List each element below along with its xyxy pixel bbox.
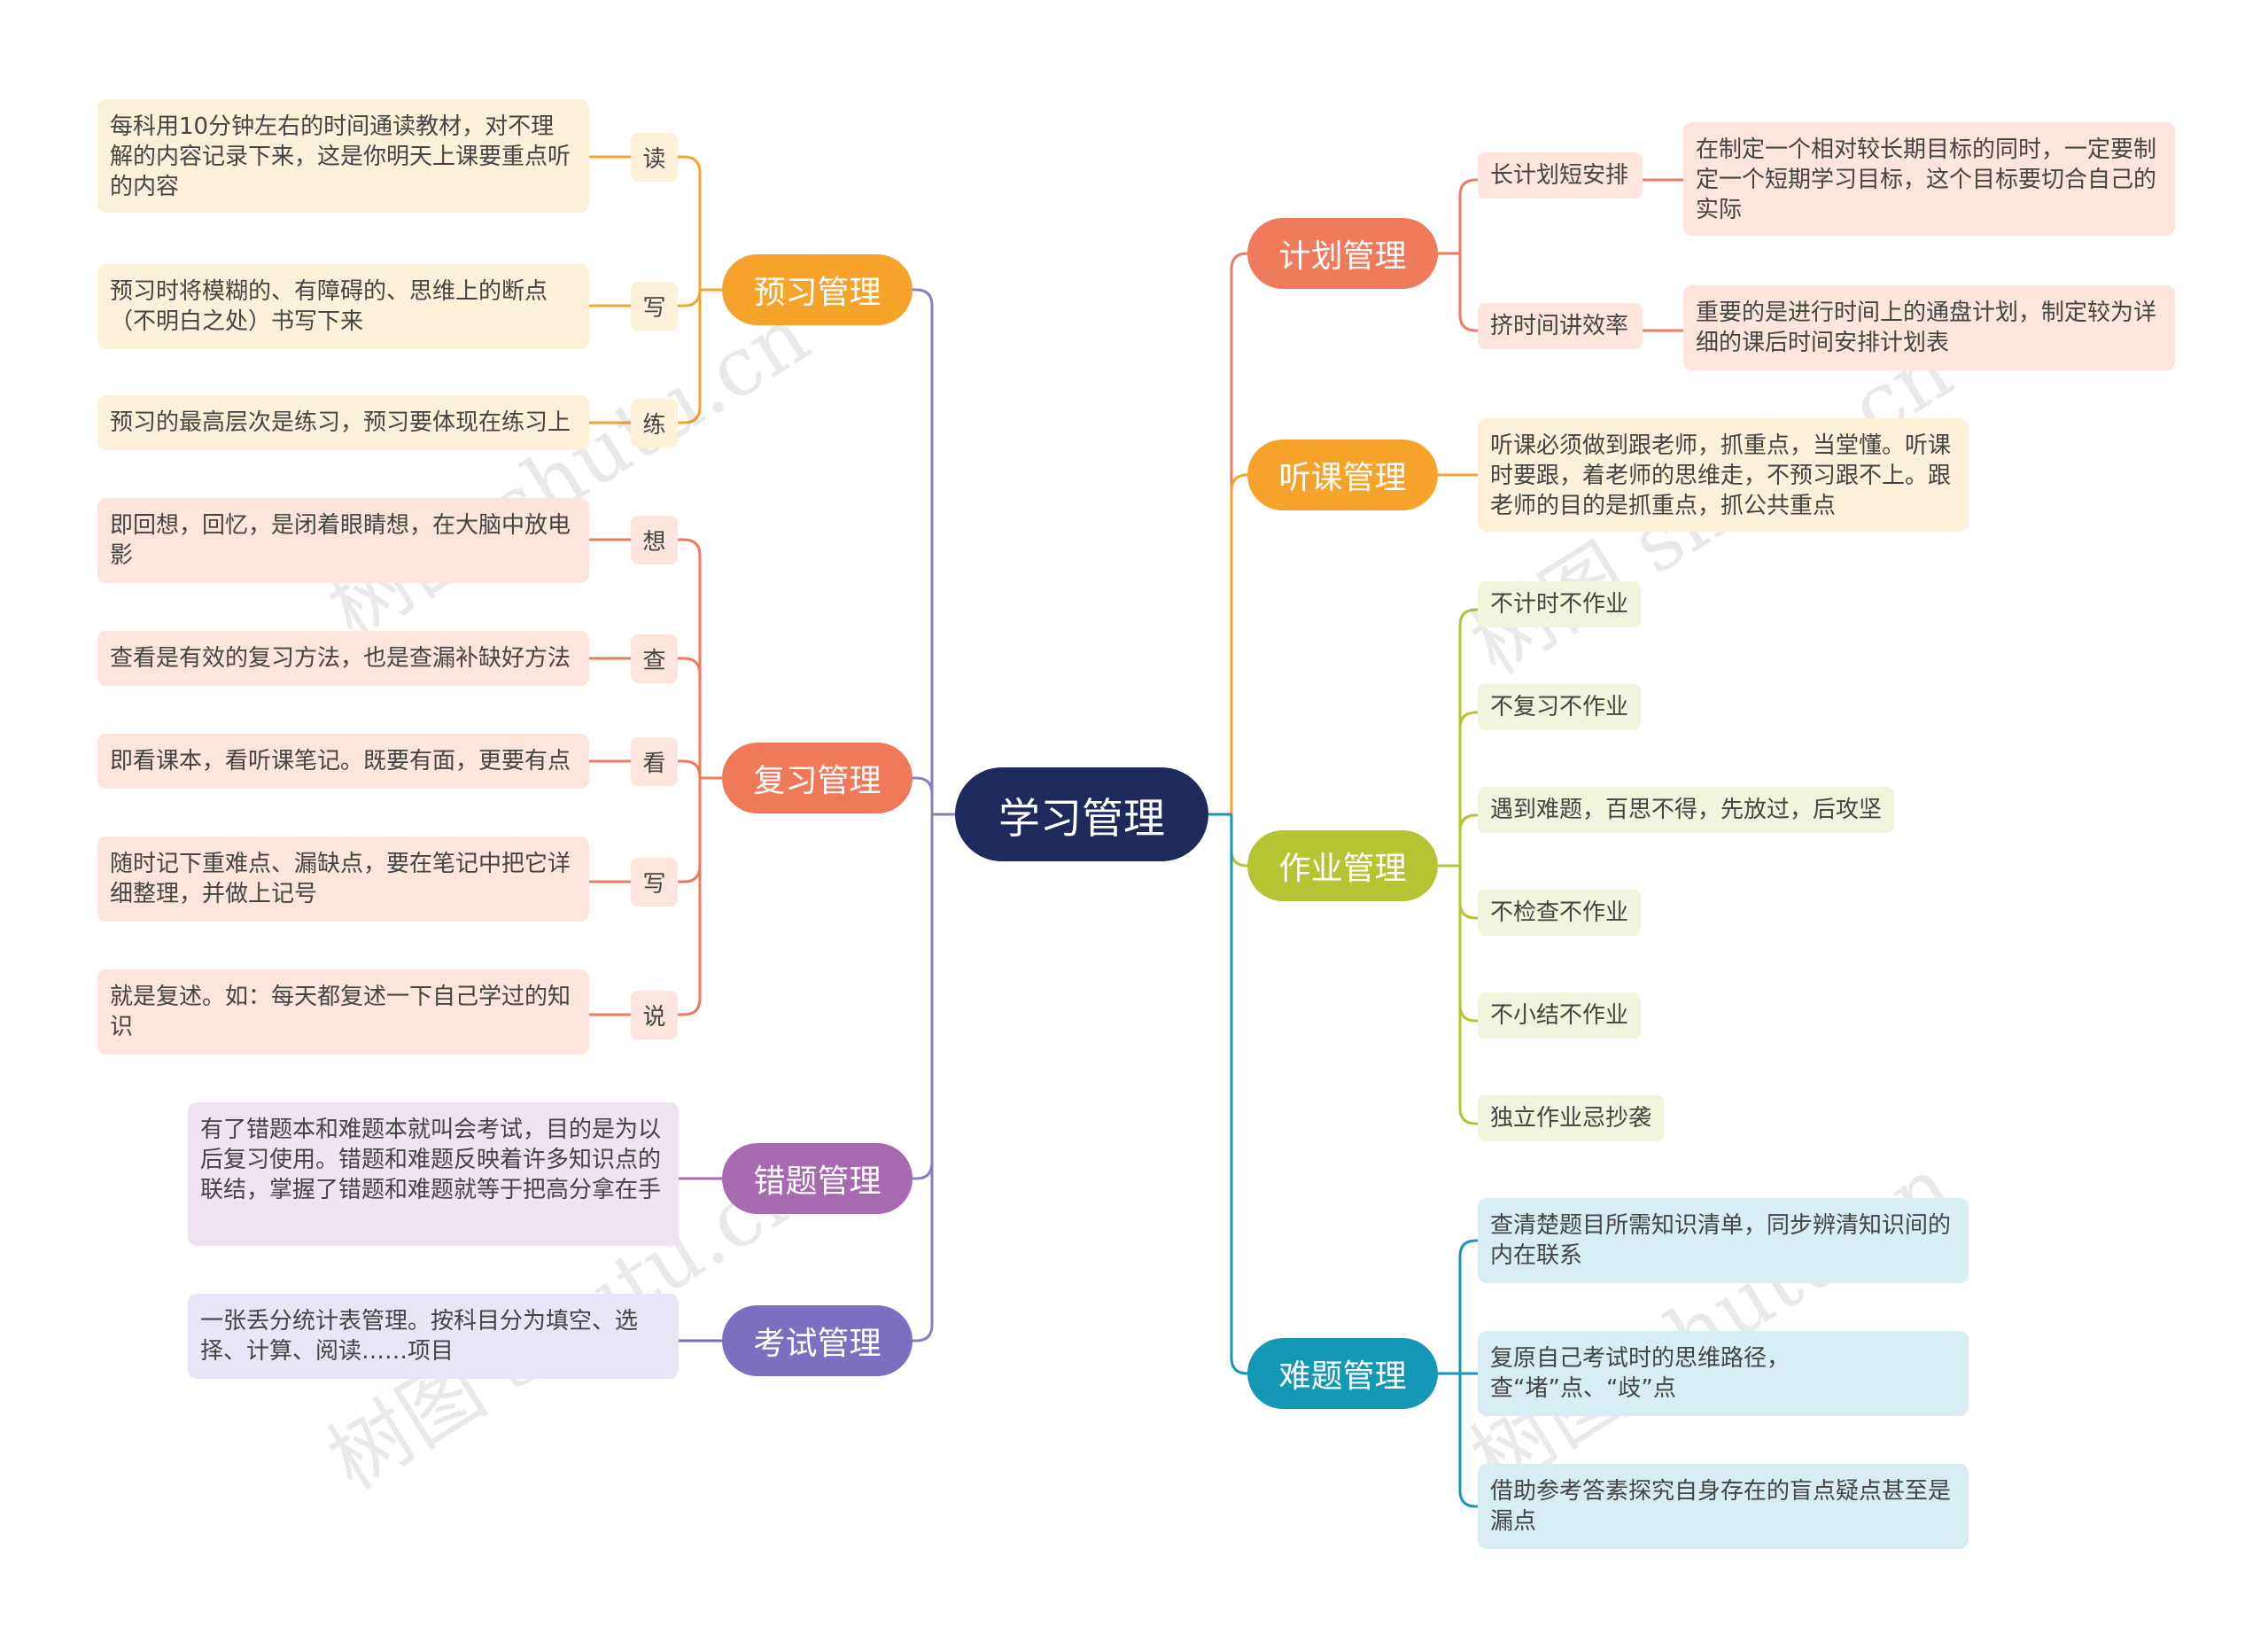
center-left-link [913, 776, 934, 814]
homework-link [1458, 866, 1478, 1023]
homework-link [1458, 813, 1478, 866]
homework-item-5[interactable]: 不小结不作业 [1478, 992, 1642, 1039]
homework-link [1458, 711, 1478, 866]
review-link [678, 538, 702, 778]
center-left-link [913, 814, 934, 1180]
branch-preview[interactable]: 预习管理 [722, 254, 913, 325]
preview-link [678, 289, 702, 307]
plan-leaf-long-short[interactable]: 在制定一个相对较长期目标的同时，一定要制定一个短期学习目标，这个目标要切合自己的… [1683, 122, 2175, 236]
preview-leaf-practice[interactable]: 预习的最高层次是练习，预习要体现在练习上 [97, 395, 589, 450]
preview-key-practice[interactable]: 练 [631, 399, 678, 447]
review-key-check[interactable]: 查 [631, 634, 678, 683]
branch-listen[interactable]: 听课管理 [1247, 440, 1438, 510]
review-key-look[interactable]: 看 [631, 737, 678, 786]
hard-leaf-1[interactable]: 查清楚题目所需知识清单，同步辨清知识间的内在联系 [1478, 1198, 1969, 1283]
homework-item-3[interactable]: 遇到难题，百思不得，先放过，后攻坚 [1478, 787, 1895, 833]
plan-key-efficiency[interactable]: 挤时间讲效率 [1478, 303, 1643, 349]
review-key-write[interactable]: 写 [631, 858, 678, 907]
preview-link [678, 290, 702, 424]
review-leaf-say[interactable]: 就是复述。如：每天都复述一下自己学过的知识 [97, 969, 589, 1054]
review-link [678, 657, 702, 778]
preview-leaf-read[interactable]: 每科用10分钟左右的时间通读教材，对不理解的内容记录下来，这是你明天上课要重点听… [97, 99, 589, 213]
branch-exam[interactable]: 考试管理 [722, 1305, 913, 1376]
center-right-link [1230, 252, 1248, 814]
review-leaf-look[interactable]: 即看课本，看听课笔记。既要有面，更要有点 [97, 734, 589, 789]
central-topic[interactable]: 学习管理 [955, 767, 1208, 861]
preview-key-read[interactable]: 读 [631, 133, 678, 182]
hard-leaf-2[interactable]: 复原自己考试时的思维路径，查“堵”点、“歧”点 [1478, 1331, 1969, 1416]
branch-plan[interactable]: 计划管理 [1247, 218, 1438, 289]
homework-item-4[interactable]: 不检查不作业 [1478, 890, 1642, 936]
plan-link [1458, 178, 1478, 253]
center-left-link [913, 814, 934, 1342]
review-leaf-think[interactable]: 即回想，回忆，是闭着眼睛想，在大脑中放电影 [97, 498, 589, 583]
center-right-link [1230, 473, 1248, 814]
review-leaf-check[interactable]: 查看是有效的复习方法，也是查漏补缺好方法 [97, 631, 589, 686]
preview-leaf-write[interactable]: 预习时将模糊的、有障碍的、思维上的断点（不明白之处）书写下来 [97, 264, 589, 349]
hard-link [1458, 1374, 1478, 1508]
preview-link [678, 155, 702, 290]
review-link [678, 778, 702, 883]
review-link [678, 759, 702, 778]
center-right-link [1230, 814, 1248, 868]
center-left-link [913, 288, 934, 814]
branch-hard[interactable]: 难题管理 [1247, 1338, 1438, 1409]
exam-leaf[interactable]: 一张丢分统计表管理。按科目分为填空、选择、计算、阅读……项目 [188, 1294, 679, 1379]
homework-link [1458, 866, 1478, 920]
mistake-leaf[interactable]: 有了错题本和难题本就叫会考试，目的是为以后复习使用。错题和难题反映着许多知识点的… [188, 1102, 679, 1246]
center-right-link [1230, 814, 1248, 1375]
review-leaf-write[interactable]: 随时记下重难点、漏缺点，要在笔记中把它详细整理，并做上记号 [97, 837, 589, 922]
hard-link [1458, 1239, 1478, 1374]
review-key-say[interactable]: 说 [631, 991, 678, 1039]
review-link [678, 778, 702, 1016]
plan-leaf-efficiency[interactable]: 重要的是进行时间上的通盘计划，制定较为详细的课后时间安排计划表 [1683, 285, 2175, 370]
preview-key-write[interactable]: 写 [631, 282, 678, 331]
listen-leaf[interactable]: 听课必须做到跟老师，抓重点，当堂懂。听课时要跟，着老师的思维走，不预习跟不上。跟… [1478, 418, 1969, 532]
branch-homework[interactable]: 作业管理 [1247, 830, 1438, 901]
review-key-think[interactable]: 想 [631, 516, 678, 564]
homework-link [1458, 866, 1478, 1125]
branch-review[interactable]: 复习管理 [722, 743, 913, 813]
homework-link [1458, 608, 1478, 866]
hard-leaf-3[interactable]: 借助参考答素探究自身存在的盲点疑点甚至是漏点 [1478, 1464, 1969, 1549]
homework-item-6[interactable]: 独立作业忌抄袭 [1478, 1095, 1665, 1141]
plan-key-long-short[interactable]: 长计划短安排 [1478, 152, 1643, 198]
plan-link [1458, 253, 1478, 332]
branch-mistake[interactable]: 错题管理 [722, 1143, 913, 1214]
homework-item-2[interactable]: 不复习不作业 [1478, 684, 1642, 730]
homework-item-1[interactable]: 不计时不作业 [1478, 581, 1642, 627]
